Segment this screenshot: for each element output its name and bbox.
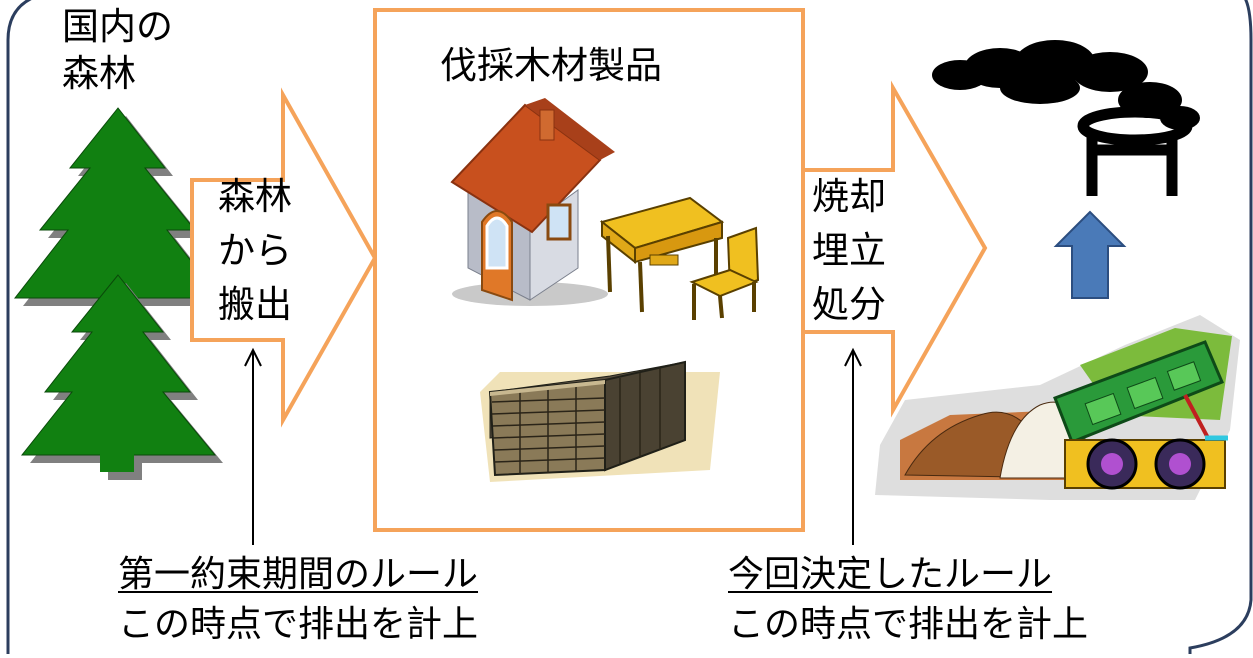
up-arrow-icon (1053, 210, 1127, 299)
forest-label: 国内の 森林 (62, 5, 173, 95)
first-period-rule: 第一約束期間のルール (118, 554, 479, 595)
harvest-arrow (190, 87, 378, 428)
pointer-arrow-harvest (244, 347, 262, 545)
frame-border (6, 0, 1253, 658)
first-period-note: 第一約束期間のルール この時点で排出を計上 (118, 550, 478, 650)
smokestack-icon (1077, 106, 1193, 196)
smoke-icon (932, 40, 1200, 130)
desk-chair-icon (599, 196, 760, 320)
lumber-stack-icon (480, 360, 720, 482)
disposal-arrow-label: 焼却 埋立 処分 (812, 175, 886, 326)
dump-truck-icon (875, 315, 1240, 500)
new-decision-rule: 今回決定したルール (728, 554, 1053, 595)
new-decision-note: 今回決定したルール この時点で排出を計上 (728, 550, 1088, 650)
products-title: 伐採木材製品 (440, 44, 662, 87)
house-icon (450, 98, 615, 306)
harvest-arrow-label: 森林 から 搬出 (218, 175, 292, 326)
first-period-detail: この時点で排出を計上 (118, 604, 479, 645)
tree-icon (20, 274, 223, 480)
disposal-arrow (801, 80, 988, 418)
pointer-arrow-disposal (844, 347, 862, 545)
new-decision-detail: この時点で排出を計上 (728, 604, 1089, 645)
